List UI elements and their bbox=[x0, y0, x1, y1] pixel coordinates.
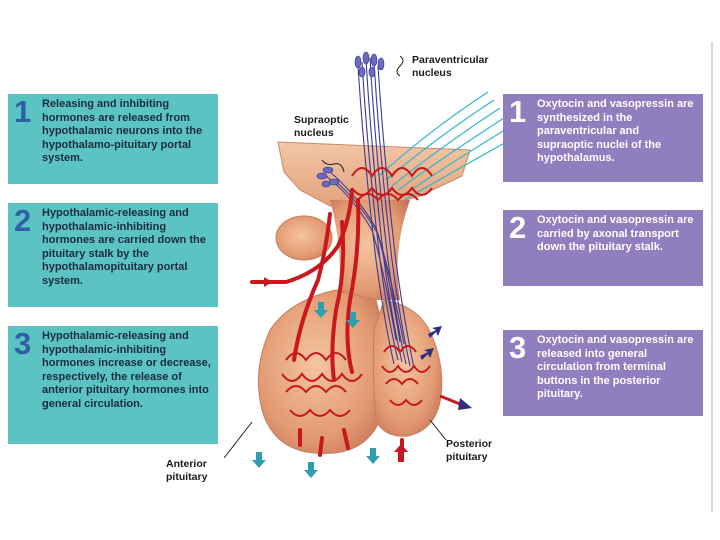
label-supraoptic: Supraoptic nucleus bbox=[294, 114, 349, 139]
right-step-2-text: Oxytocin and vasopressin are carried by … bbox=[537, 214, 694, 253]
right-step-2-number: 2 bbox=[509, 210, 527, 245]
portal-vessels bbox=[250, 188, 404, 460]
left-step-1-text: Releasing and inhibiting hormones are re… bbox=[42, 98, 203, 164]
right-step-3-text: Oxytocin and vasopressin are released in… bbox=[537, 334, 694, 400]
optic-chiasm bbox=[275, 215, 333, 261]
right-step-1: 1 Oxytocin and vasopressin are synthesiz… bbox=[503, 94, 703, 182]
capillary-plexus bbox=[281, 167, 433, 417]
hypothalamus bbox=[277, 141, 471, 211]
label-paraventricular: Paraventricular nucleus bbox=[412, 54, 489, 79]
right-step-3: 3 Oxytocin and vasopressin are released … bbox=[503, 330, 703, 416]
label-anterior-pituitary: Anterior pituitary bbox=[166, 458, 208, 483]
left-step-2-number: 2 bbox=[14, 203, 32, 238]
left-step-3: 3 Hypothalamic-releasing and hypothalami… bbox=[8, 326, 218, 444]
right-step-1-text: Oxytocin and vasopressin are synthesized… bbox=[537, 98, 694, 164]
left-step-2: 2 Hypothalamic-releasing and hypothalami… bbox=[8, 203, 218, 307]
flow-arrows bbox=[252, 277, 472, 478]
right-step-1-number: 1 bbox=[509, 94, 527, 129]
right-edge-divider bbox=[711, 42, 713, 512]
right-step-3-number: 3 bbox=[509, 330, 527, 365]
posterior-lobe bbox=[372, 299, 443, 437]
left-step-3-number: 3 bbox=[14, 326, 32, 361]
supraoptic-cells bbox=[316, 166, 340, 188]
leader-lines bbox=[223, 55, 447, 459]
right-step-2: 2 Oxytocin and vasopressin are carried b… bbox=[503, 210, 703, 286]
left-step-1-number: 1 bbox=[14, 94, 32, 129]
paraventricular-cells bbox=[354, 51, 385, 78]
left-step-1: 1 Releasing and inhibiting hormones are … bbox=[8, 94, 218, 184]
neuron-fibers bbox=[325, 57, 415, 369]
left-step-3-text: Hypothalamic-releasing and hypothalamic-… bbox=[42, 330, 211, 410]
label-posterior-pituitary: Posterior pituitary bbox=[446, 438, 493, 463]
left-step-2-text: Hypothalamic-releasing and hypothalamic-… bbox=[42, 207, 206, 287]
